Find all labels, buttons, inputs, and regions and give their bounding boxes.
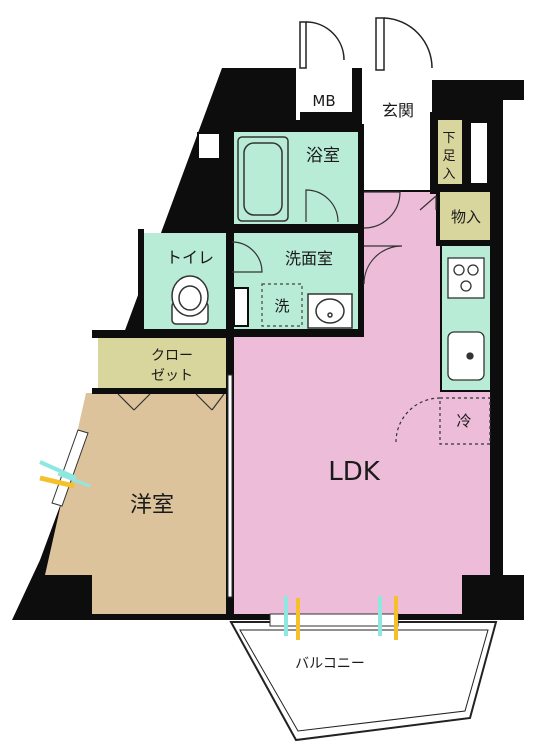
ldk-label: LDK [328,457,381,487]
sliding-partition [227,374,233,598]
sink-icon [447,331,485,381]
washer-space [261,283,303,327]
ldk-door-swing [363,245,403,285]
mb-door [299,21,345,69]
ldk-floor [232,192,490,614]
storage-label: 物入 [451,208,481,226]
western-room-label: 洋室 [130,493,174,518]
entrance-floor [362,80,432,190]
shoe-storage-label-3: 入 [442,167,455,182]
toilet-label: トイレ [166,248,214,267]
toilet-fixture [171,275,209,325]
wash-basin [307,293,353,329]
wall-notch [233,287,249,327]
storage-floor [440,192,490,240]
western-window [39,429,91,507]
bath-door-swing [305,189,339,223]
wall-notch [197,132,221,160]
bath-label: 浴室 [306,146,340,166]
washer-label: 洗 [274,297,289,315]
bathtub [237,136,289,222]
shoe-storage-label-2: 足 [442,149,455,164]
balcony [229,621,498,742]
closet-doors [117,393,225,411]
wall-notch [469,121,489,185]
entrance-label: 玄関 [382,101,414,120]
stove-icon [447,257,485,299]
balcony-window [269,596,399,640]
closet-label-2: ゼット [151,368,193,384]
mb-label: MB [312,92,335,110]
western-room-floor [45,393,226,614]
washroom-door-swing [231,241,263,273]
fridge-label: 冷 [456,412,471,430]
interior-walls [40,68,524,620]
hall-door-swing [363,191,401,229]
balcony-label: バルコニー [295,656,365,672]
shoe-storage-label-1: 下 [442,131,455,146]
closet-floor [98,338,226,390]
closet-label-1: クロー [151,348,193,364]
entrance-door [375,17,433,71]
storage-door-swing [419,195,437,211]
washroom-label: 洗面室 [285,249,333,268]
shoe-storage-floor [436,120,462,184]
fridge-space [395,397,491,445]
